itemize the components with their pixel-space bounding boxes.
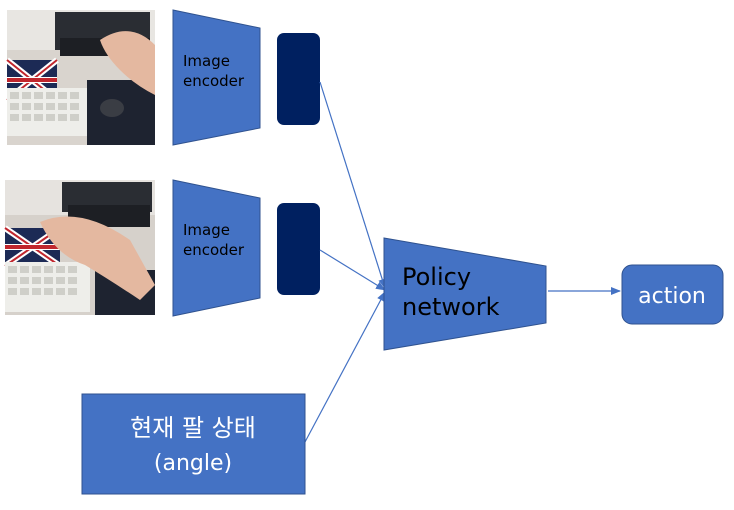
arrow-embedding-1-to-policy [319,81,387,289]
arm-state-label-line1: 현재 팔 상태 [130,414,256,442]
image-encoder-2: Image encoder [172,179,261,317]
action-label: action [638,284,706,309]
arrow-embedding-2-to-policy [319,249,386,291]
arm-state-box: 현재 팔 상태 (angle) [81,393,306,495]
encoder-2-label-line1: Image [183,221,230,239]
policy-label-line2: network [402,293,500,321]
encoder-2-label-line2: encoder [183,241,245,259]
action-box: action [621,264,724,325]
image-encoder-1: Image encoder [172,9,261,146]
encoder-1-label-line2: encoder [183,72,245,90]
camera-image-1 [5,10,155,145]
encoder-1-label-line1: Image [183,52,230,70]
embedding-vector-1 [277,33,320,125]
camera-image-2 [3,180,155,315]
embedding-vector-2 [277,203,320,295]
arm-state-label-line2: (angle) [154,451,232,476]
policy-label-line1: Policy [402,263,471,291]
policy-network: Policy network [383,237,547,351]
arrow-state-to-policy [304,291,386,443]
